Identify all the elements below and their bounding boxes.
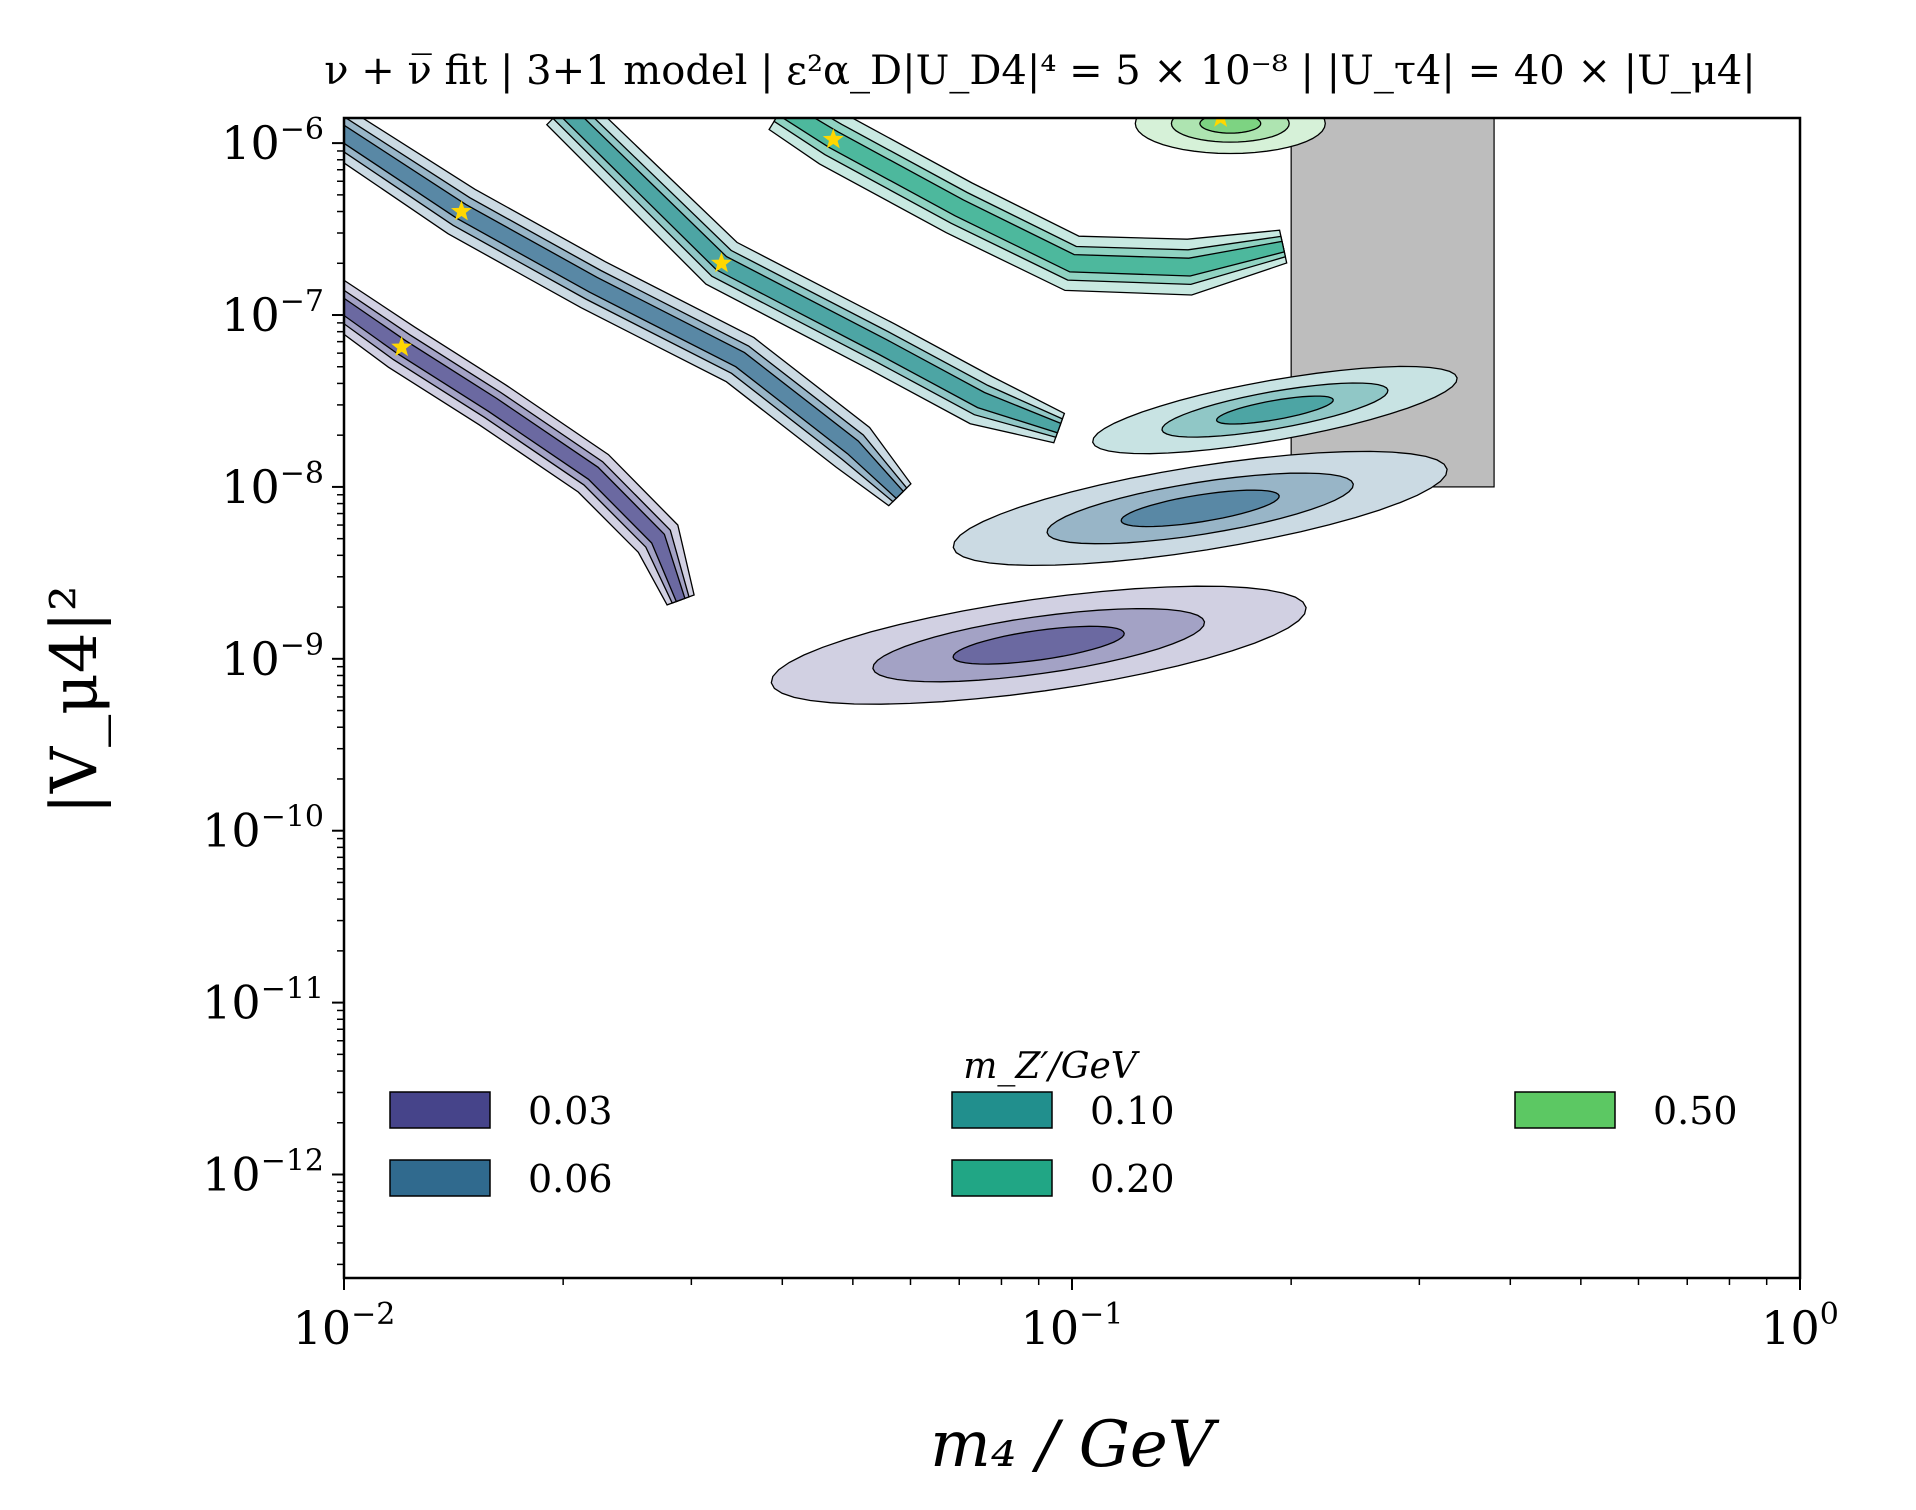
contour-010-region-4	[545, 118, 1066, 444]
contour-level-3	[344, 124, 905, 500]
legend-title: m_Z′/GeV	[963, 1046, 1141, 1087]
contour-level-2	[552, 118, 1064, 438]
legend-label-020: 0.20	[1090, 1157, 1175, 1201]
contour-006-region-3	[952, 450, 1448, 567]
legend-label-010: 0.10	[1090, 1089, 1175, 1133]
legend-swatch-050	[1514, 1091, 1616, 1129]
contour-level-3	[1120, 489, 1280, 528]
y-axis: 10−6 10−7 10−8 10−9 10−10 10−11 10−12	[202, 112, 344, 1266]
contour-regions	[344, 118, 1495, 705]
legend-swatch-003	[389, 1091, 491, 1129]
y-tick-label: 10−10	[202, 800, 324, 858]
best-fit-star-003	[391, 336, 413, 357]
legend-swatch-020	[951, 1159, 1053, 1197]
best-fit-star-020	[822, 128, 844, 149]
y-tick-label: 10−9	[221, 628, 324, 686]
x-tick-label: 10−1	[1021, 1297, 1124, 1355]
legend-swatch-006	[389, 1159, 491, 1197]
x-tick-label: 100	[1761, 1297, 1839, 1355]
legend-label-050: 0.50	[1653, 1089, 1738, 1133]
contour-006-region-2	[344, 118, 912, 507]
contour-003-region-1	[770, 585, 1307, 705]
contour-003-region-0	[344, 279, 695, 606]
y-tick-label: 10−6	[221, 112, 324, 170]
chart-title: ν + ν̅ fit | 3+1 model | ε²α_D|U_D4|⁴ = …	[324, 48, 1756, 94]
best-fit-star-006	[451, 200, 472, 221]
contour-level-3	[561, 118, 1062, 434]
legend: m_Z′/GeV 0.03 0.06 0.10 0.20 0.50	[389, 1046, 1738, 1201]
contour-050-region-7	[1134, 118, 1326, 155]
y-tick-label: 10−7	[221, 284, 324, 342]
y-tick-label: 10−12	[202, 1144, 324, 1202]
x-axis-title: m₄ / GeV	[930, 1408, 1220, 1482]
y-tick-label: 10−8	[221, 456, 324, 514]
x-tick-label: 10−2	[293, 1297, 396, 1355]
contour-level-3	[1199, 118, 1262, 134]
contour-level-3	[344, 297, 686, 603]
x-axis: 10−2 10−1 100	[293, 1278, 1839, 1355]
contour-level-2	[773, 118, 1287, 286]
y-tick-label: 10−11	[202, 972, 324, 1030]
contour-level-3	[1215, 395, 1334, 425]
best-fit-star-010	[711, 252, 732, 273]
legend-label-003: 0.03	[528, 1089, 613, 1133]
contour-level-3	[952, 625, 1125, 665]
y-axis-title: |V_μ4|²	[38, 585, 112, 814]
best-fit-markers	[391, 118, 1228, 357]
best-fit-star-050	[1214, 118, 1228, 127]
legend-swatch-010	[951, 1091, 1053, 1129]
legend-label-006: 0.06	[528, 1157, 613, 1201]
plot-area	[344, 118, 1495, 705]
contour-010-region-5	[1092, 365, 1458, 455]
